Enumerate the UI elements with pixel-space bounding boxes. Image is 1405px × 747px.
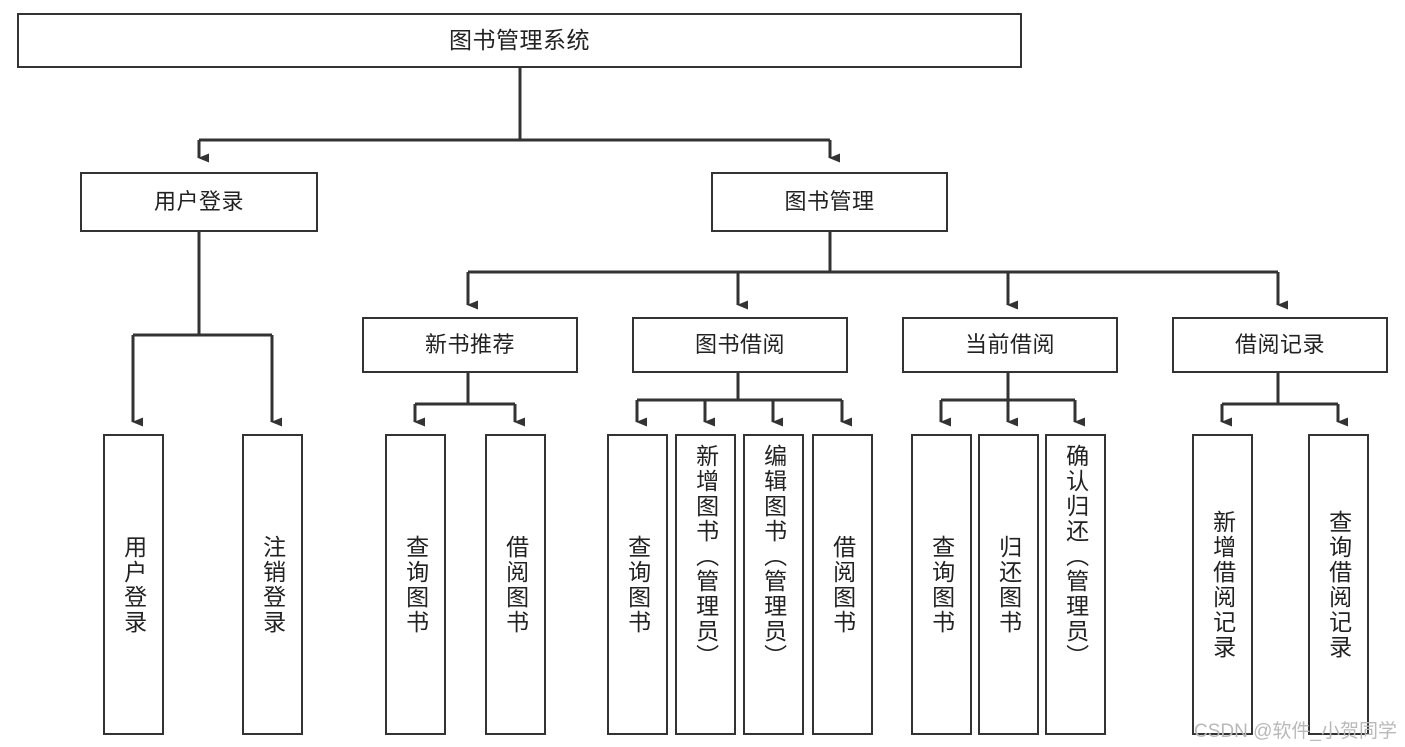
node-leaf-confirm-return[interactable]: 确认归还（管理员） xyxy=(1045,434,1106,735)
node-root-system[interactable]: 图书管理系统 xyxy=(17,13,1022,68)
node-leaf-borrow-book-2[interactable]: 借阅图书 xyxy=(812,434,873,735)
node-current-borrow-label: 当前借阅 xyxy=(964,332,1055,358)
node-leaf-query-book-1[interactable]: 查询图书 xyxy=(385,434,446,735)
node-leaf-logout-login-label: 注销登录 xyxy=(259,534,286,635)
node-leaf-return-book[interactable]: 归还图书 xyxy=(978,434,1039,735)
node-leaf-add-record-label: 新增借阅记录 xyxy=(1209,509,1236,660)
node-leaf-edit-book-label: 编辑图书（管理员） xyxy=(760,444,787,669)
node-borrow-record-label: 借阅记录 xyxy=(1234,332,1325,358)
node-leaf-logout-login[interactable]: 注销登录 xyxy=(242,434,303,735)
node-leaf-query-book-1-label: 查询图书 xyxy=(402,534,429,635)
node-leaf-query-book-3-label: 查询图书 xyxy=(928,534,955,635)
node-root-system-label: 图书管理系统 xyxy=(449,26,590,53)
node-leaf-query-book-2[interactable]: 查询图书 xyxy=(607,434,668,735)
node-leaf-confirm-return-label: 确认归还（管理员） xyxy=(1062,444,1089,669)
node-borrow-record[interactable]: 借阅记录 xyxy=(1172,317,1388,373)
node-leaf-query-book-2-label: 查询图书 xyxy=(624,534,651,635)
node-current-borrow[interactable]: 当前借阅 xyxy=(902,317,1118,373)
node-new-book-recommend-label: 新书推荐 xyxy=(424,332,515,358)
node-book-borrow[interactable]: 图书借阅 xyxy=(632,317,848,373)
node-leaf-edit-book[interactable]: 编辑图书（管理员） xyxy=(743,434,804,735)
node-leaf-borrow-book-1[interactable]: 借阅图书 xyxy=(485,434,546,735)
node-leaf-user-login-label: 用户登录 xyxy=(120,534,147,635)
node-leaf-return-book-label: 归还图书 xyxy=(995,534,1022,635)
node-book-management[interactable]: 图书管理 xyxy=(711,172,948,232)
node-new-book-recommend[interactable]: 新书推荐 xyxy=(362,317,578,373)
node-user-login[interactable]: 用户登录 xyxy=(80,172,318,232)
node-leaf-query-record-label: 查询借阅记录 xyxy=(1325,509,1352,660)
node-leaf-query-book-3[interactable]: 查询图书 xyxy=(911,434,972,735)
node-book-management-label: 图书管理 xyxy=(784,189,875,215)
node-leaf-borrow-book-2-label: 借阅图书 xyxy=(829,534,856,635)
node-book-borrow-label: 图书借阅 xyxy=(694,332,785,358)
node-leaf-borrow-book-1-label: 借阅图书 xyxy=(502,534,529,635)
node-leaf-query-record[interactable]: 查询借阅记录 xyxy=(1308,434,1369,735)
node-leaf-add-book-label: 新增图书（管理员） xyxy=(692,444,719,669)
node-user-login-label: 用户登录 xyxy=(153,189,244,215)
csdn-watermark: CSDN @软件_小贺同学 xyxy=(1194,721,1397,742)
node-leaf-user-login[interactable]: 用户登录 xyxy=(103,434,164,735)
node-leaf-add-book[interactable]: 新增图书（管理员） xyxy=(675,434,736,735)
node-leaf-add-record[interactable]: 新增借阅记录 xyxy=(1192,434,1253,735)
